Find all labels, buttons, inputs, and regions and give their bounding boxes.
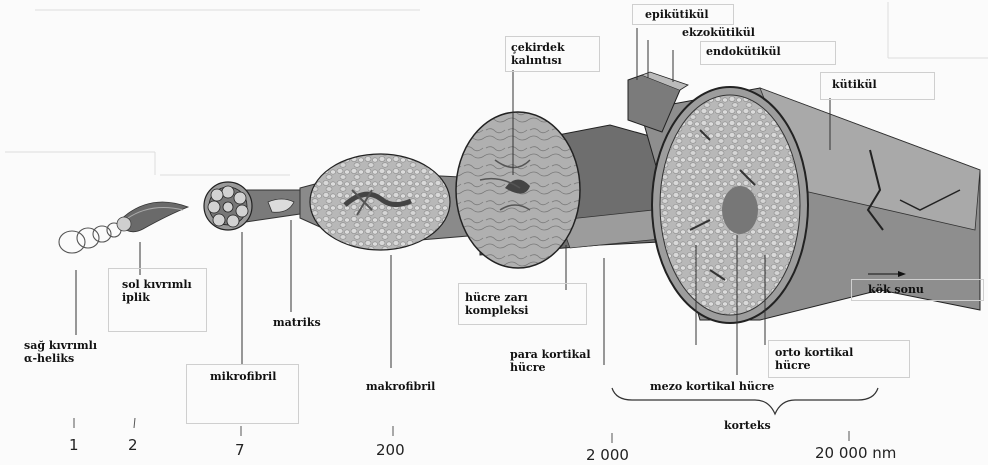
scale-20000: 20 000 nm	[815, 444, 896, 462]
label-korteks: korteks	[724, 419, 771, 432]
label-makrofibril: makrofibril	[366, 380, 435, 393]
label-endokutikul: endokütikül	[706, 45, 781, 58]
protofibril-twist	[117, 202, 188, 232]
label-mikrofibril: mikrofibril	[210, 370, 276, 383]
label-orto-kortikal: orto kortikal hücre	[775, 346, 853, 372]
label-kok-sonu: kök sonu	[868, 283, 924, 296]
label-mezo-kortikal: mezo kortikal hücre	[650, 380, 774, 393]
label-sol-kivrimli: sol kıvrımlı iplik	[122, 278, 192, 304]
label-epikutikul: epikütikül	[645, 8, 709, 21]
label-cekirdek: çekirdek kalıntısı	[511, 41, 565, 67]
scale-200: 200	[376, 441, 405, 459]
macrofibril-cylinder	[300, 154, 480, 250]
label-hucre-zari: hücre zarı kompleksi	[465, 291, 528, 317]
alpha-helix-coil	[59, 223, 121, 253]
scale-7: 7	[235, 441, 245, 459]
label-ekzokutikul: ekzokütikül	[682, 26, 755, 39]
scale-1: 1	[69, 436, 79, 454]
scale-2: 2	[128, 436, 138, 454]
label-kutikul: kütikül	[832, 78, 877, 91]
label-matriks: matriks	[273, 316, 321, 329]
label-para-kortikal: para kortikal hücre	[510, 348, 591, 374]
label-sag-kivrimli: sağ kıvrımlı α-heliks	[24, 339, 97, 365]
scale-2000: 2 000	[586, 446, 629, 464]
